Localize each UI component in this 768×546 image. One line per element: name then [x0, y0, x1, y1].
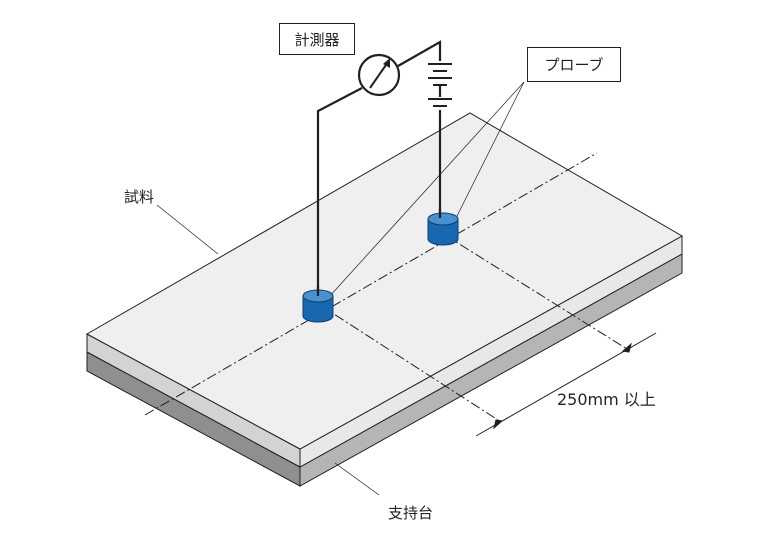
meter-label: 計測器 [294, 30, 340, 49]
wiring [316, 40, 442, 292]
center-lines [144, 152, 628, 421]
probe-right-icon [427, 212, 459, 246]
specimen-slab [85, 112, 684, 468]
meter-label-box: 計測器 [279, 23, 355, 55]
support-label: 支持台 [388, 504, 434, 522]
leader-lines [156, 81, 525, 496]
probe-label-box: プローブ [527, 47, 621, 82]
specimen-label: 試料 [124, 188, 155, 206]
battery-icon [428, 63, 452, 107]
distance-dimension [475, 332, 657, 437]
distance-label: 250mm 以上 [557, 390, 656, 409]
probe-wire-ends [316, 208, 442, 296]
probe-label: プローブ [544, 56, 604, 74]
meter-gauge-icon [357, 53, 401, 97]
